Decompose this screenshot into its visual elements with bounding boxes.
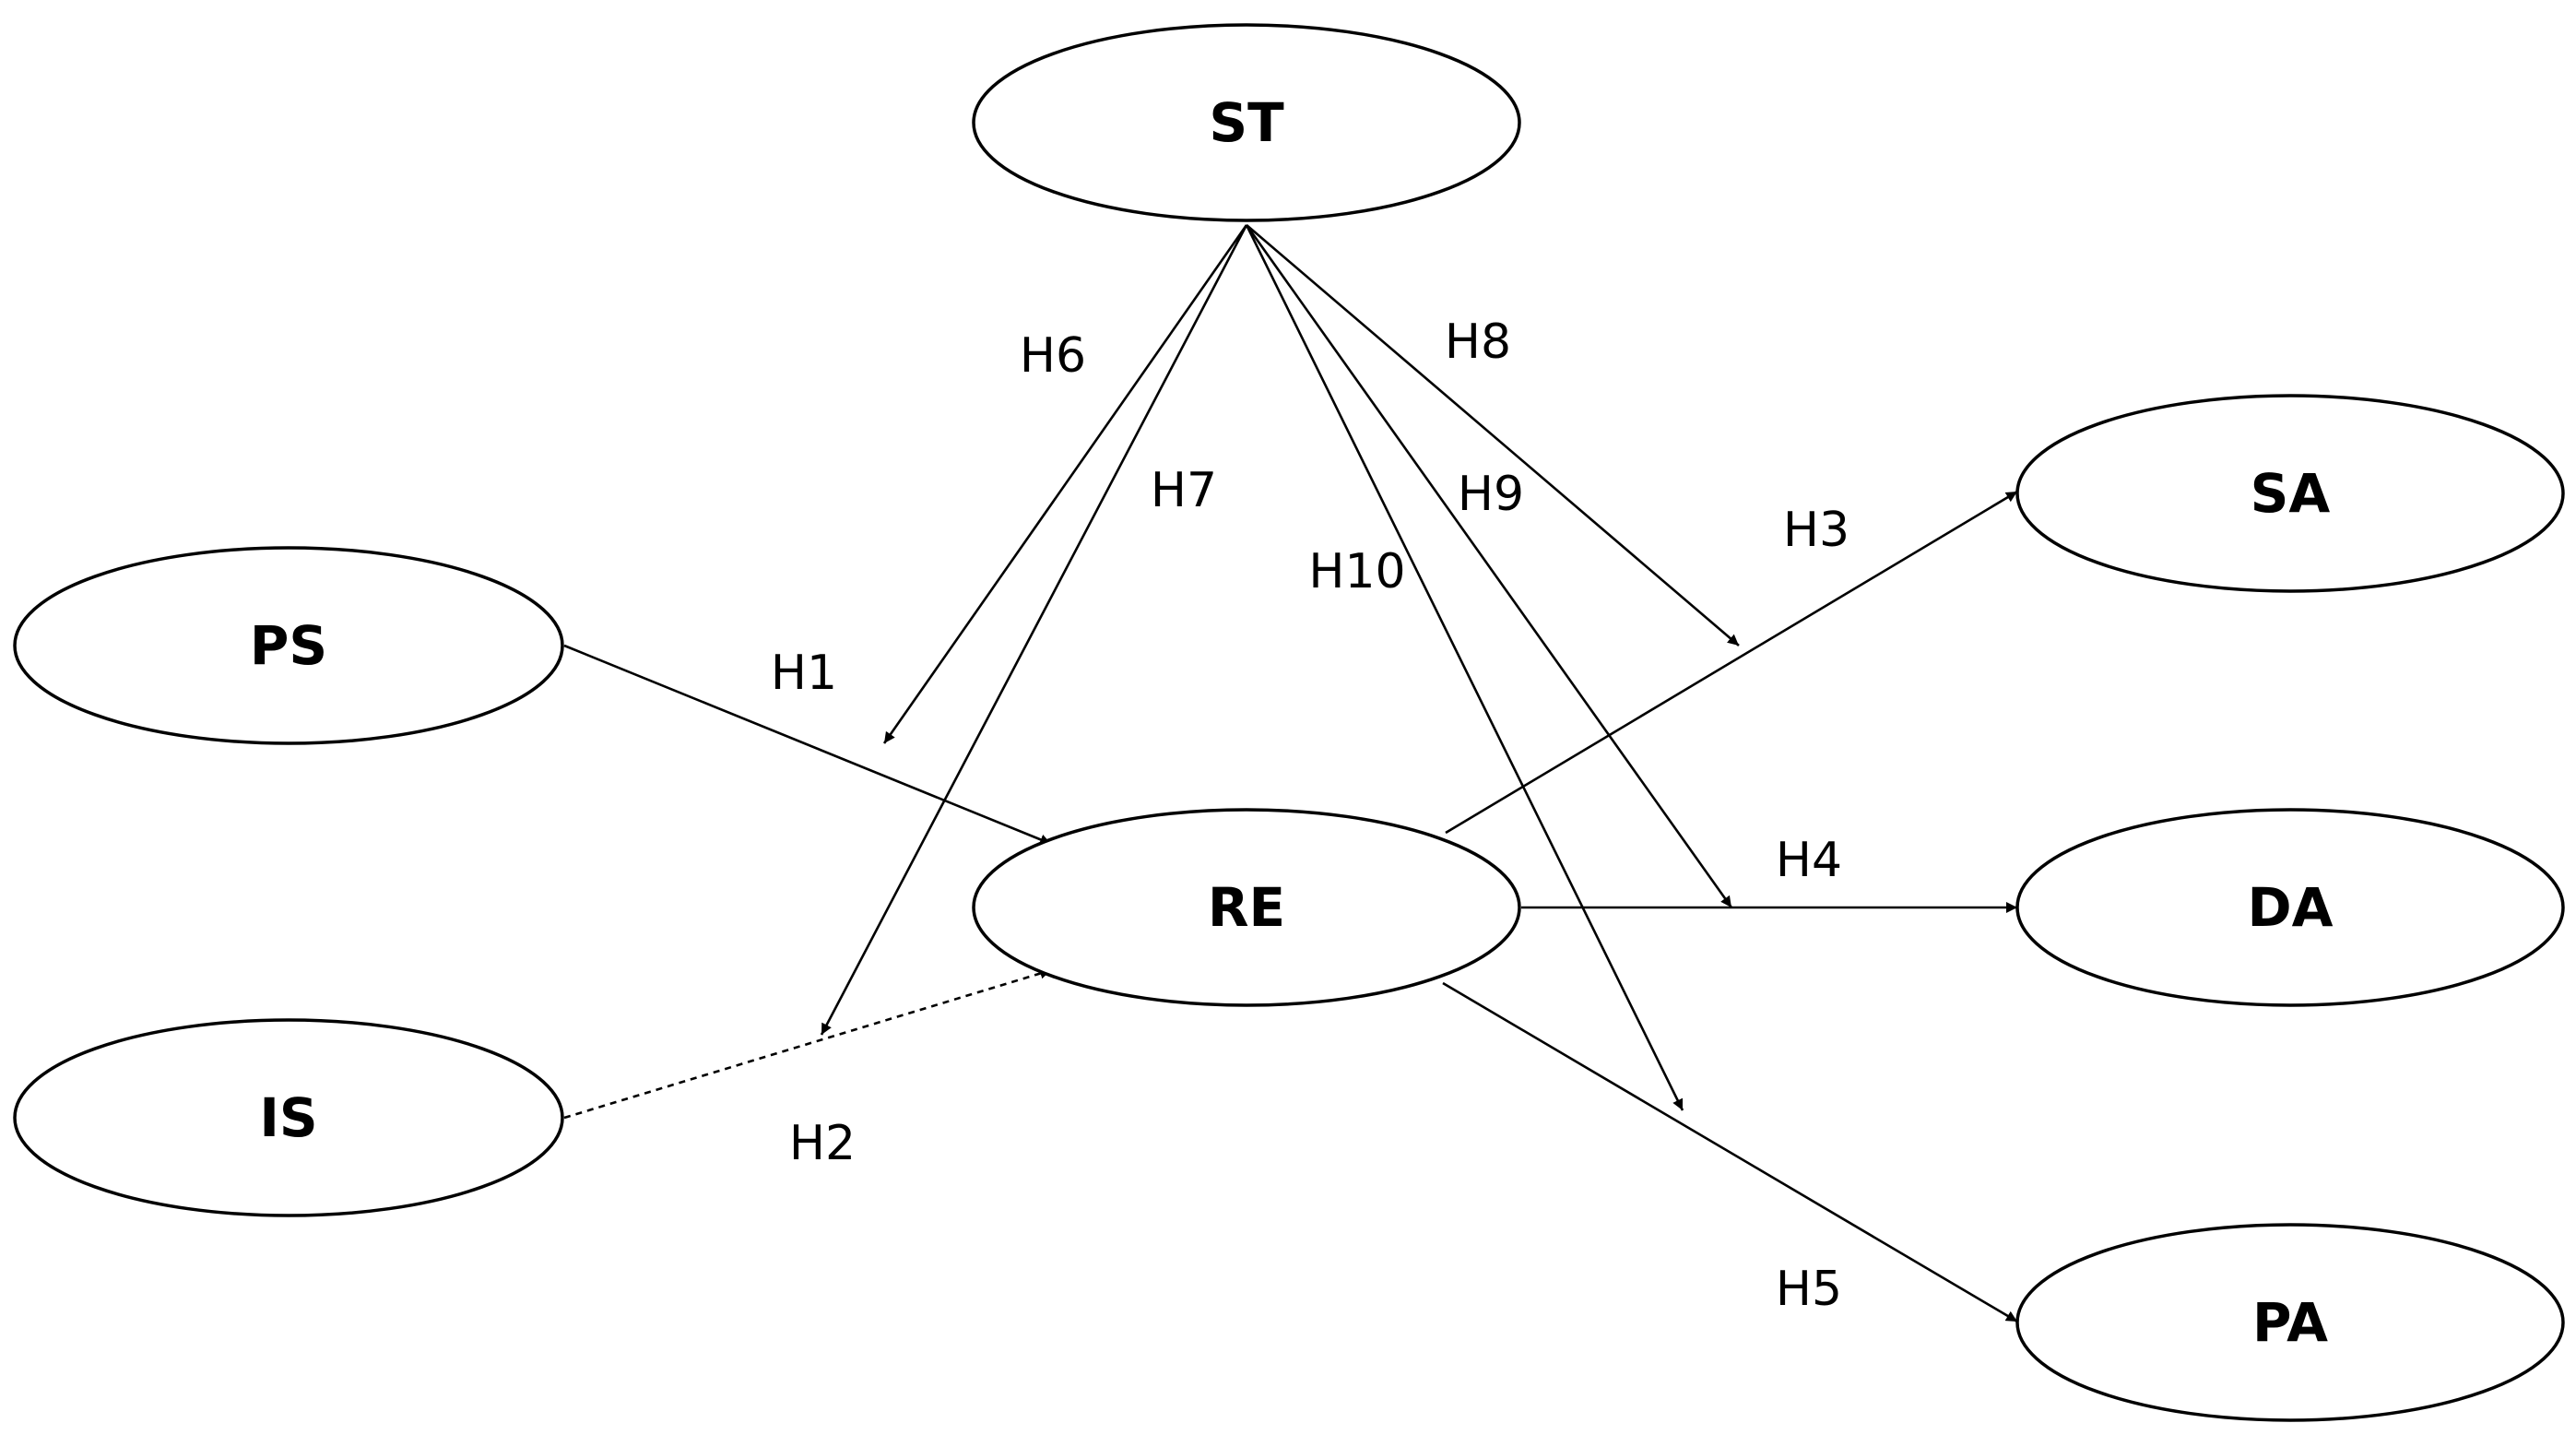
edge-st-h1 <box>882 224 1248 744</box>
node-pa: PA <box>2015 1223 2565 1422</box>
label-h7: H7 <box>1151 463 1217 518</box>
edge-st-h3 <box>1246 224 1740 646</box>
edge-re-sa <box>1445 490 2018 835</box>
edge-ps-re <box>563 644 1052 846</box>
main-edges <box>563 490 2018 1323</box>
node-da-label: DA <box>2247 876 2333 939</box>
node-pa-shape <box>2015 1223 2565 1422</box>
node-pa-label: PA <box>2252 1291 2328 1354</box>
node-ps-label: PS <box>250 614 327 677</box>
node-st-label: ST <box>1209 91 1284 154</box>
node-sa: SA <box>2015 394 2565 593</box>
edge-is-re <box>563 967 1052 1120</box>
node-ps: PS <box>13 546 564 745</box>
moderation-edges <box>820 224 1740 1111</box>
nodes: ST PS IS RE SA DA PA <box>13 23 2565 1422</box>
node-re-shape <box>972 808 1521 1007</box>
node-da: DA <box>2015 808 2565 1007</box>
label-h5: H5 <box>1776 1262 1842 1317</box>
node-sa-label: SA <box>2251 462 2331 525</box>
label-h6: H6 <box>1020 328 1086 384</box>
edge-st-h2 <box>820 224 1248 1036</box>
node-da-shape <box>2015 808 2565 1007</box>
label-h10: H10 <box>1308 544 1405 599</box>
label-h2: H2 <box>789 1116 856 1171</box>
edge-st-h4 <box>1245 224 1733 908</box>
edge-st-h5 <box>1245 224 1684 1111</box>
hypothesis-labels: H1 H2 H3 H4 H5 H6 H7 H8 H9 H10 <box>771 314 1849 1317</box>
node-ps-shape <box>13 546 564 745</box>
label-h4: H4 <box>1776 833 1842 888</box>
label-h3: H3 <box>1783 503 1849 558</box>
node-is-shape <box>13 1018 564 1217</box>
node-is-label: IS <box>259 1086 317 1149</box>
node-st-shape <box>972 23 1521 222</box>
label-h9: H9 <box>1458 467 1524 522</box>
node-sa-shape <box>2015 394 2565 593</box>
label-h8: H8 <box>1445 314 1511 370</box>
node-re: RE <box>972 808 1521 1007</box>
edge-re-pa <box>1442 981 2018 1323</box>
label-h1: H1 <box>771 646 837 701</box>
node-is: IS <box>13 1018 564 1217</box>
node-st: ST <box>972 23 1521 222</box>
node-re-label: RE <box>1208 876 1285 939</box>
